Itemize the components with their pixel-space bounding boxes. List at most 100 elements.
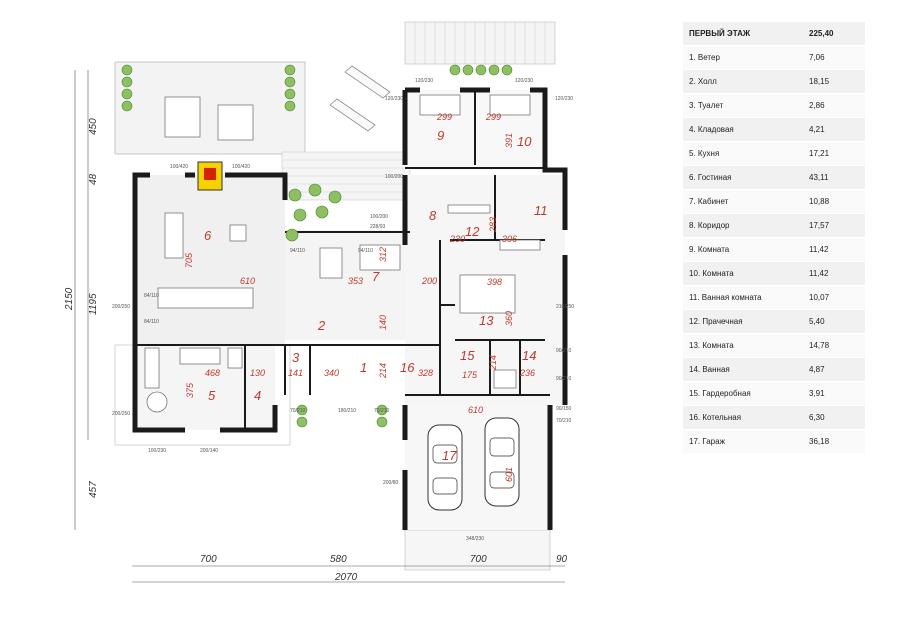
dim-vestibule-depth: 214 (378, 363, 388, 379)
window-label: 120/230 (415, 78, 433, 84)
ext-dim-left-4: 457 (88, 481, 99, 498)
window-label: 200/250 (112, 411, 130, 417)
dim-livingroom-width: 610 (240, 276, 255, 286)
room-label: 9. Комната (683, 237, 803, 262)
window-label: 84/110 (144, 293, 159, 299)
room-area: 6,30 (803, 405, 865, 430)
window-label: 90/210 (556, 348, 572, 354)
dim-laundry-width: 230 (449, 234, 465, 244)
furniture (144, 94, 541, 413)
room-label: 16. Котельная (683, 405, 803, 430)
window-label: 70/210 (374, 408, 390, 414)
dim-bathroom-width: 306 (502, 234, 517, 244)
north-deck-boards (414, 22, 546, 64)
window-label: 200/80 (383, 480, 399, 486)
living-room-floor (135, 175, 285, 345)
ext-dim-left-1: 450 (88, 118, 99, 135)
window-label: 120/230 (385, 96, 403, 102)
room-number-17: 17 (442, 448, 457, 463)
window-label: 100/420 (232, 164, 250, 170)
legend-title: ПЕРВЫЙ ЭТАЖ (683, 22, 803, 46)
room-number-13: 13 (479, 313, 494, 328)
dim-room10-width: 299 (485, 112, 501, 122)
window-label: 70/210 (556, 418, 572, 424)
room-area: 10,88 (803, 189, 865, 214)
window-label: 228/93 (370, 224, 386, 230)
room-label: 17. Гараж (683, 429, 803, 454)
dim-room9-width: 299 (436, 112, 452, 122)
room-number-11: 11 (534, 203, 548, 218)
room-label: 1. Ветер (683, 45, 803, 70)
room-label: 7. Кабинет (683, 189, 803, 214)
fireplace-fire (204, 168, 216, 180)
room-area: 5,40 (803, 309, 865, 334)
room-label: 10. Комната (683, 261, 803, 286)
ext-dim-left-total: 2150 (64, 287, 75, 311)
room-area: 18,15 (803, 69, 865, 94)
dim-toilet-width: 141 (288, 368, 303, 378)
ext-dim-bottom-3: 700 (470, 554, 487, 565)
room-label: 12. Прачечная (683, 309, 803, 334)
room-label: 8. Коридор (683, 213, 803, 238)
dim-garage-width: 610 (468, 405, 483, 415)
room-number-3: 3 (292, 350, 300, 365)
dim-vestibule-width: 340 (324, 368, 339, 378)
floor-plan: 1 2 3 4 5 6 7 8 9 10 11 12 13 14 15 16 1… (64, 21, 574, 583)
legend-total: 225,40 (803, 22, 865, 46)
room-label: 3. Туалет (683, 93, 803, 118)
room-label: 11. Ванная комната (683, 285, 803, 310)
window-label: 180/210 (338, 408, 356, 414)
garage-floor (405, 405, 550, 530)
room-area: 17,57 (803, 213, 865, 238)
ext-dim-bottom-1: 700 (200, 554, 217, 565)
room-area: 3,91 (803, 381, 865, 406)
dim-kitchen-depth: 375 (185, 382, 195, 398)
dim-wardrobe-width: 175 (462, 370, 478, 380)
dim-wardrobe-depth: 214 (488, 355, 498, 371)
plants (121, 64, 513, 428)
dim-laundry-depth: 283 (488, 217, 498, 233)
window-label: 100/200 (385, 174, 403, 180)
window-label: 120/230 (555, 96, 573, 102)
dim-study-depth: 312 (378, 247, 388, 262)
room-label: 14. Ванная (683, 357, 803, 382)
room-number-4: 4 (254, 388, 261, 403)
window-label: 348/230 (466, 536, 484, 542)
room-label: 4. Кладовая (683, 117, 803, 142)
room-number-15: 15 (460, 348, 475, 363)
car-windows (432, 437, 515, 495)
room-label: 2. Холл (683, 69, 803, 94)
room-number-14: 14 (522, 348, 536, 363)
dim-corridor-width: 200 (421, 276, 437, 286)
terrace-north (404, 21, 556, 65)
room-number-1: 1 (360, 360, 367, 375)
dim-kitchen-width: 468 (205, 368, 220, 378)
room-label: 5. Кухня (683, 141, 803, 166)
room-number-8: 8 (429, 208, 437, 223)
legend-header: ПЕРВЫЙ ЭТАЖ 225,40 (683, 22, 865, 46)
window-label: 200/140 (200, 448, 218, 454)
dim-pantry-width: 130 (250, 368, 265, 378)
window-label: 90/150 (556, 406, 572, 412)
window-label: 84/110 (144, 319, 159, 325)
room-label: 15. Гардеробная (683, 381, 803, 406)
dim-room13-width: 398 (487, 277, 502, 287)
room-number-6: 6 (204, 228, 212, 243)
room-number-2: 2 (317, 318, 326, 333)
room-number-5: 5 (208, 388, 216, 403)
window-label: 100/200 (370, 214, 388, 220)
ext-dim-left-2: 48 (88, 173, 99, 185)
dim-hall-depth: 140 (378, 315, 388, 330)
